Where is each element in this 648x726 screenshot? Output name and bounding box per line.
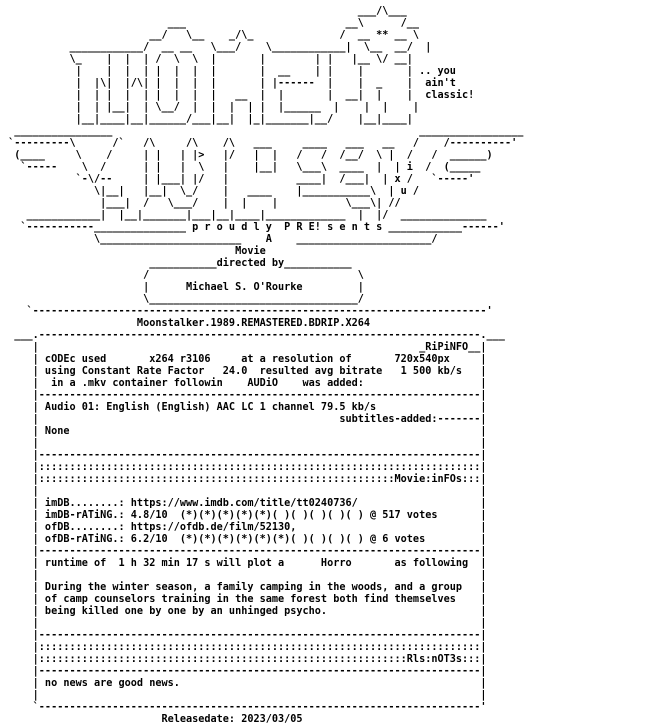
nfo-line: `----- \ / | | | \ | |__| \___\ ____ | |… [2,162,481,173]
nfo-line: |:::::::::::::::::::::::::::::::::::::::… [2,654,487,665]
nfo-line: `---------\ /` /\ /\ /\ ___ ____ ___ __ … [2,138,518,149]
nfo-line: | _RiPiNFO__| [2,342,487,353]
nfo-line: | | [2,486,487,497]
nfo-line: |---------------------------------------… [2,390,487,401]
nfo-line: |---------------------------------------… [2,630,487,641]
nfo-line: | ofDB........: https://ofdb.de/film/521… [2,522,487,533]
nfo-line: | None | [2,426,487,437]
nfo-line: | | | | | | | | | __ | | | | .. you [2,66,456,77]
nfo-line: |:::::::::::::::::::::::::::::::::::::::… [2,642,487,653]
nfo-line: | | [2,618,487,629]
nfo-line: \_ | | | / \ \ | | | | |__ \/ __| [2,54,432,65]
nfo-line: |---------------------------------------… [2,546,487,557]
nfo-line: Movie [2,246,266,257]
nfo-line: | imDB-rATiNG.: 4.8/10 (*)(*)(*)(*)(*)( … [2,510,487,521]
nfo-line: | runtime of 1 h 32 min 17 s will plot a… [2,558,487,569]
nfo-line: __/ \__ _/\_ / __ ** __ \ [2,30,444,41]
nfo-line: | | [2,690,487,701]
nfo-line: | subtitles-added:-------| [2,414,487,425]
nfo-line: Releasedate: 2023/03/05 [2,714,303,725]
nfo-line: \|__| |__| \_/ | ____ |___________\ | u … [2,186,420,197]
nfo-line: / \ [2,270,364,281]
nfo-line: |:::::::::::::::::::::::::::::::::::::::… [2,474,487,485]
nfo-line: (____ \ / | | | |> |/ | | / / /__/ \ | /… [2,150,493,161]
nfo-line: | cODEc used x264 r3106 at a resolution … [2,354,487,365]
nfo-line: |___| / \___/ | | | \___\| // [2,198,413,209]
nfo-line: `---------------------------------------… [2,306,493,317]
nfo-line: |---------------------------------------… [2,666,487,677]
nfo-line: | imDB........: https://www.imdb.com/tit… [2,498,487,509]
nfo-line: | in a .mkv container followin AUDiO was… [2,378,487,389]
nfo-line: ___ __\ /__ [2,18,444,29]
nfo-line: Moonstalker.1989.REMASTERED.BDRIP.X264 [2,318,371,329]
nfo-line: `-----------_______________ p r o u d l … [2,222,505,233]
nfo-line: ________________ _________________ [2,126,524,137]
nfo-line: | During the winter season, a family cam… [2,582,487,593]
nfo-line: | being killed one by one by an unhinged… [2,606,487,617]
nfo-line: | |\| |/\| | | | | | |------ | | _ | ain… [2,78,456,89]
nfo-line: `-\/-- | |___| |/ | ____| /___| | x / `-… [2,174,475,185]
nfo-line: |__|____|__|______/___|__| |_|_______|__… [2,114,432,125]
nfo-line: \__________________________________/ [2,294,364,305]
nfo-line: ____________/ __ __ \___/ \____________|… [2,42,444,53]
nfo-line: ___.------------------------------------… [2,330,505,341]
nfo-line: | | | | | | | | | __ | | | __| | | class… [2,90,475,101]
nfo-line: | | [2,438,487,449]
nfo-line: \_______________________ A _____________… [2,234,438,245]
nfo-line: | ofDB-rATiNG.: 6.2/10 (*)(*)(*)(*)(*)(*… [2,534,487,545]
nfo-line: | | |__| | \__/ | | | | | |______ | | | … [2,102,438,113]
nfo-line: | | [2,570,487,581]
nfo-line: |---------------------------------------… [2,450,487,461]
nfo-line: | of camp counselors training in the sam… [2,594,487,605]
nfo-line: ___________directed by___________ [2,258,352,269]
nfo-line: | using Constant Rate Factor 24.0 result… [2,366,487,377]
nfo-line: ____________| |__|_______|___|__|____|__… [2,210,487,221]
nfo-line: ___/\___ [2,6,444,17]
nfo-line: | no news are good news. | [2,678,487,689]
nfo-line: | Audio 01: English (English) AAC LC 1 c… [2,402,487,413]
nfo-line: | Michael S. O'Rourke | [2,282,364,293]
nfo-line: `---------------------------------------… [2,702,487,713]
nfo-line: |:::::::::::::::::::::::::::::::::::::::… [2,462,487,473]
